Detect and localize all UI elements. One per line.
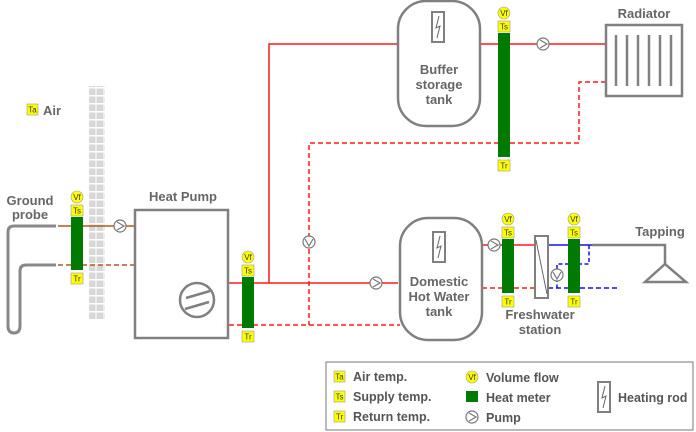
heat-meter-icon [466,391,478,402]
circulation-pump-icon [550,268,564,282]
dhw-tank-label: Domestic [410,274,469,289]
dhw-pump-icon [369,276,383,290]
heat-meter-bar [242,277,254,328]
dhw-tank-label-2: Hot Water [409,289,470,304]
supply-temp-label: Ts [244,267,252,276]
return-pump-icon [302,235,316,249]
return-temp-label: Tr [504,298,512,307]
legend-air-temp: Air temp. [353,370,407,384]
legend-supply-temp: Supply temp. [353,390,431,404]
pump-icon [465,410,479,424]
heat-meter-bar [71,217,83,270]
supply-temp-label: Ts [504,229,512,238]
heat-meter-bar [502,239,514,293]
return-temp-label: Tr [570,298,578,307]
return-temp-sensor [567,295,581,308]
buffer-tank-label-3: tank [426,92,454,107]
volume-flow-label: Vf [504,215,512,224]
radiator-label: Radiator [618,6,671,21]
return-temp-sensor [497,159,511,172]
volume-flow-label: Vf [500,9,508,18]
heating-rod-icon [597,381,611,413]
svg-text:Vf: Vf [468,373,476,382]
volume-flow-label: Vf [73,193,81,202]
buffer-tank-label-2: storage [416,77,463,92]
return-temp-label: Tr [244,333,252,342]
volume-flow-label: Vf [244,253,252,262]
svg-text:Tr: Tr [336,413,344,422]
volume-flow-icon [465,370,479,384]
radiator [604,23,684,98]
brine-pump-icon [113,219,127,233]
supply-temp-sensor [241,264,255,277]
ground-probe-label-2: probe [12,207,48,222]
legend-heating-rod: Heating rod [618,391,687,405]
supply-temp-label: Ts [570,229,578,238]
volume-flow-label: Vf [570,215,578,224]
supply-temp-sensor [497,20,511,33]
supply-temp-label: Ts [73,207,81,216]
buffer-storage-tank [396,0,482,128]
tapping-icon [641,262,690,284]
heating-rod-icon [432,231,446,263]
svg-text:Ta: Ta [335,373,344,382]
freshwater-station-label-2: station [519,322,562,337]
freshwater-station-label: Freshwater [505,307,574,322]
svg-text:Ts: Ts [336,393,344,402]
supply-temp-sensor [501,226,515,239]
legend-volume-flow: Volume flow [486,371,559,385]
volume-flow-icon [70,190,84,204]
return-temp-sensor [70,272,84,285]
return-temp-label: Tr [73,275,81,284]
volume-flow-icon [241,250,255,264]
buffer-tank-label: Buffer [420,62,458,77]
tapping-label: Tapping [635,224,685,239]
legend-heat-meter: Heat meter [486,391,551,405]
volume-flow-icon [567,212,581,226]
volume-flow-icon [497,6,511,20]
return-temp-sensor [241,330,255,343]
ground-probe-label: Ground [7,193,54,208]
heat-pump [133,208,230,340]
air-temp-sensor: Ta [26,103,39,116]
legend: Ta Air temp. Ts Supply temp. Tr Return t… [325,361,694,431]
supply-temp-sensor [567,226,581,239]
return-temp-label: Tr [500,162,508,171]
svg-text:Ta: Ta [28,106,37,115]
supply-temp-sensor [70,204,84,217]
legend-pump: Pump [486,411,521,425]
freshwater-primary-pump-icon [487,238,501,252]
plate-heat-exchanger [534,235,549,299]
dhw-tank-label-3: tank [426,304,454,319]
heating-rod-icon [431,11,445,43]
wall [89,86,105,320]
heat-meter-bar [568,239,580,293]
volume-flow-icon [501,212,515,226]
supply-temp-label: Ts [500,23,508,32]
air-label: Air [43,103,61,118]
compressor-icon [178,281,216,319]
domestic-hot-water-tank [398,216,484,342]
return-temp-sensor [501,295,515,308]
radiator-pump-icon [536,37,550,51]
heat-meter-bar [498,33,510,157]
legend-return-temp: Return temp. [353,410,430,424]
heat-pump-label: Heat Pump [149,189,217,204]
ground-probe [6,224,56,335]
